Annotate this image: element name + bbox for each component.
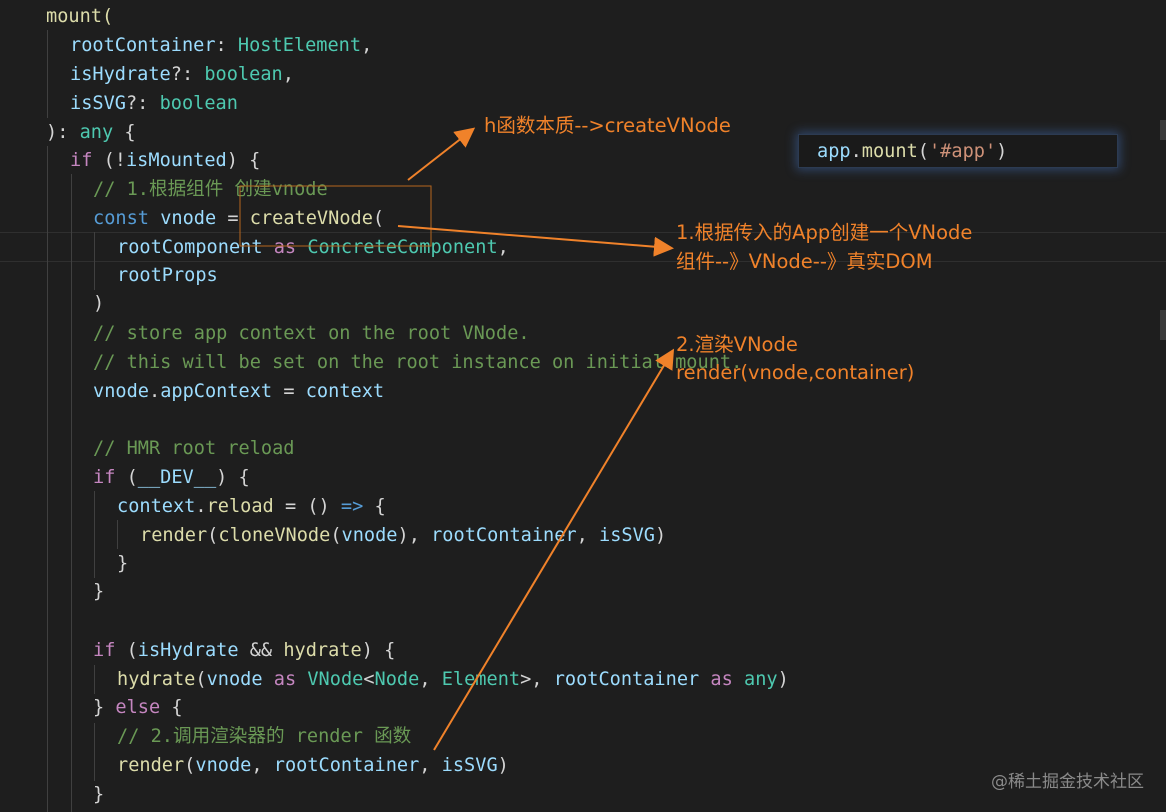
indent-guide	[117, 520, 118, 549]
code-comment: // 1.根据组件 创建vnode	[93, 179, 328, 200]
code-comment: // store app context on the root VNode.	[93, 323, 530, 344]
code-line: mount(	[46, 6, 114, 27]
arrow-to-step1	[397, 225, 674, 257]
code-line: vnode.appContext = context	[93, 381, 385, 402]
code-line: rootComponent as ConcreteComponent,	[117, 237, 509, 258]
createvnode-highlight-box	[239, 185, 432, 247]
annotation-h-function: h函数本质-->createVNode	[484, 114, 731, 137]
code-line: if (!isMounted) {	[70, 150, 261, 171]
code-line: isHydrate?: boolean,	[70, 64, 294, 85]
scrollbar-marker[interactable]	[1160, 120, 1166, 140]
code-line: context.reload = () => {	[117, 496, 386, 517]
scrollbar-marker[interactable]	[1160, 310, 1166, 340]
code-line: isSVG?: boolean	[70, 93, 238, 114]
annotation-step1-line2: 组件--》VNode--》真实DOM	[676, 250, 933, 273]
arrow-to-h-function	[407, 127, 476, 181]
mount-call-snippet: app.mount('#app')	[798, 134, 1118, 168]
arrow-to-step2	[433, 348, 675, 751]
code-line: hydrate(vnode as VNode<Node, Element>, r…	[117, 669, 789, 690]
code-line: ): any {	[46, 122, 136, 143]
code-line: rootProps	[117, 265, 218, 286]
code-line: if (isHydrate && hydrate) {	[93, 640, 396, 661]
watermark: @稀土掘金技术社区	[991, 772, 1144, 792]
indent-guide	[47, 146, 48, 812]
annotation-step2-line1: 2.渲染VNode	[676, 333, 798, 356]
code-comment: // HMR root reload	[93, 438, 295, 459]
indent-guide	[94, 723, 95, 781]
code-line: if (__DEV__) {	[93, 467, 250, 488]
current-line-highlight	[0, 232, 1166, 262]
code-line: render(vnode, rootContainer, isSVG)	[117, 755, 509, 776]
annotation-step2-line2: render(vnode,container)	[676, 361, 915, 384]
indent-guide	[94, 232, 95, 290]
code-line: rootContainer: HostElement,	[70, 35, 373, 56]
code-line: render(cloneVNode(vnode), rootContainer,…	[140, 525, 667, 546]
code-line: }	[93, 784, 105, 805]
code-comment: // this will be set on the root instance…	[93, 352, 743, 373]
code-line: const vnode = createVNode(	[93, 208, 385, 229]
code-line: }	[93, 581, 105, 602]
indent-guide	[71, 174, 72, 812]
indent-guide	[94, 665, 95, 694]
code-line: } else {	[93, 697, 183, 718]
code-line: }	[117, 553, 129, 574]
annotation-step1-line1: 1.根据传入的App创建一个VNode	[676, 221, 973, 244]
code-line: )	[93, 293, 105, 314]
indent-guide	[94, 491, 95, 578]
indent-guide	[47, 30, 48, 118]
code-comment: // 2.调用渲染器的 render 函数	[117, 726, 412, 747]
